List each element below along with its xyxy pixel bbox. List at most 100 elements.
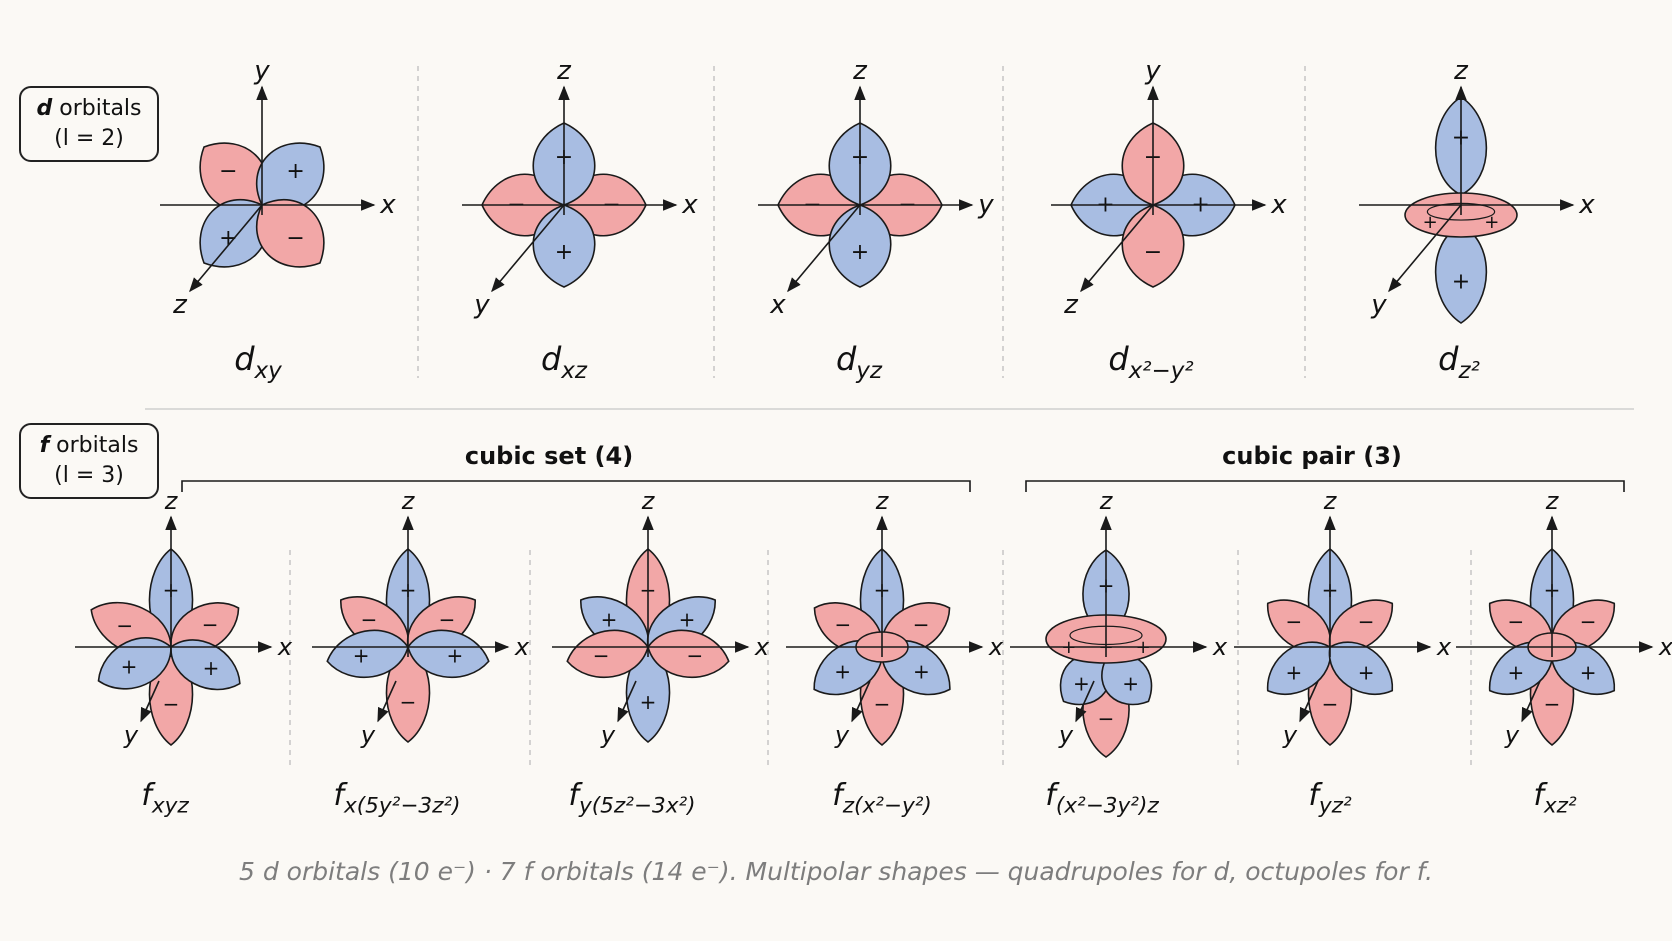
fx5y2-axis-up-label: z — [401, 487, 416, 515]
dxy-lobe-ll-sign: + — [219, 226, 237, 251]
dxz-axis-right-label: x — [681, 190, 698, 220]
fx5y2-lobe-bottom: − — [385, 646, 431, 743]
label-fyz2: fyz² — [1308, 778, 1352, 819]
dxy-axis-right-label: x — [379, 190, 396, 220]
fx5y2-axis-right-label: x — [514, 633, 530, 661]
cubic-pair-label: cubic pair (3) — [1222, 442, 1402, 470]
fy5z2-axis-up-label: z — [641, 487, 656, 515]
cubic-set-bracket — [181, 480, 971, 492]
label-fx5y2: fx(5y²−3z²) — [333, 778, 461, 819]
fx23y-axis-diag-label: y — [1058, 721, 1074, 749]
orbital-fx23y: +−+++−+zxy — [1010, 487, 1228, 758]
d-orbitals-box: d orbitals (l = 2) — [19, 86, 159, 162]
fx5y2-lobe-left-shape — [326, 629, 409, 678]
dz2-axis-right-label: x — [1578, 190, 1595, 220]
dz2-torus-sign-1: + — [1484, 212, 1499, 233]
fx23y-axis-right-label: x — [1212, 633, 1228, 661]
fxz2-lobe-ll-sign: + — [1508, 660, 1525, 684]
fzx2-axis-diag-label: y — [834, 721, 850, 749]
cubic-pair-bracket — [1025, 480, 1625, 492]
fx5y2-lobe-ul-sign: − — [361, 608, 378, 632]
dyz-axis-right-label: y — [977, 190, 994, 220]
fzx2-lobe-ur-sign: − — [913, 612, 930, 636]
fyz2-lobe-ll: + — [1266, 641, 1332, 696]
orbital-fxyz: +−−−++zxy — [75, 487, 293, 749]
fyz2-lobe-ll-shape — [1266, 641, 1332, 696]
orbital-fy5z2: −+++−−zxy — [552, 487, 770, 749]
label-fxz2: fxz² — [1533, 778, 1577, 819]
dz2-axis-diag — [1388, 204, 1462, 293]
d-box-line1: orbitals — [59, 96, 142, 121]
fyz2-lobe-lr-sign: + — [1358, 660, 1375, 684]
fxz2-axis-up-label: z — [1545, 487, 1560, 515]
fyz2-lobe-ll-sign: + — [1286, 660, 1303, 684]
fxyz-axis-up-label: z — [164, 487, 179, 515]
fy5z2-lobe-left: − — [566, 629, 649, 678]
fzx2-lobe-lr-sign: + — [913, 660, 930, 684]
dx2y2-axis-right-label: x — [1270, 190, 1287, 220]
fx23y-lobe-bottom-sign: − — [1098, 706, 1115, 730]
f-box-line2: (l = 3) — [54, 463, 124, 488]
fy5z2-lobe-left-shape — [566, 629, 649, 678]
fy5z2-axis-right-label: x — [754, 633, 770, 661]
dxz-lobe-bottom: + — [532, 204, 596, 288]
fxyz-lobe-ll: + — [97, 637, 172, 690]
dyz-lobe-bottom-sign: + — [851, 240, 869, 265]
fx23y-lobe-lr-sign: + — [1122, 672, 1139, 696]
fy5z2-axis-diag-label: y — [600, 721, 616, 749]
dxz-axis-up-label: z — [556, 56, 572, 86]
orbital-dyz: −−++zyx — [758, 56, 994, 320]
d-box-line2: (l = 2) — [54, 126, 124, 151]
label-dz2: dz² — [1438, 340, 1480, 385]
dxy-lobe-lr-sign: − — [286, 226, 304, 251]
dx2y2-lobe-bottom-sign: − — [1144, 240, 1162, 265]
orbital-dz2: ++++zxy — [1359, 56, 1595, 324]
dxy-axis-diag-label: z — [172, 290, 188, 320]
dyz-lobe-bottom-shape — [828, 204, 892, 288]
fyz2-lobe-ul: − — [1266, 599, 1332, 653]
dxz-axis-diag-label: y — [473, 290, 490, 320]
f-box-letter: f — [39, 433, 50, 458]
fyz2-axis-diag-label: y — [1282, 721, 1298, 749]
fxz2-lobe-ur-sign: − — [1580, 610, 1597, 634]
fyz2-axis-diag — [1299, 680, 1319, 723]
fzx2-lobe-ul-sign: − — [834, 612, 851, 636]
fy5z2-lobe-bottom-shape — [625, 646, 671, 743]
orbital-fzx2: +−−−++zxy — [786, 487, 1004, 749]
label-fy5z2: fy(5z²−3x²) — [568, 778, 696, 819]
fxyz-lobe-ll-sign: + — [121, 655, 138, 679]
orbital-fyz2: +−−−++zxy — [1234, 487, 1452, 749]
fyz2-lobe-lr-shape — [1328, 641, 1394, 696]
fx5y2-lobe-ur-sign: − — [439, 608, 456, 632]
fyz2-lobe-lr: + — [1328, 641, 1394, 696]
dxz-lobe-bottom-sign: + — [555, 240, 573, 265]
fx5y2-lobe-bottom-shape — [385, 646, 431, 743]
dx2y2-axis-diag — [1080, 204, 1154, 293]
dxy-lobe-ll: + — [199, 198, 269, 268]
fy5z2-lobe-ul-sign: + — [601, 608, 618, 632]
fxz2-lobe-lr-sign: + — [1580, 660, 1597, 684]
fx5y2-lobe-right-shape — [407, 629, 490, 678]
caption: 5 d orbitals (10 e⁻) · 7 f orbitals (14 … — [238, 857, 1434, 886]
fyz2-axis-right-label: x — [1436, 633, 1452, 661]
cubic-set-label: cubic set (4) — [464, 442, 634, 470]
fxz2-lobe-ul-sign: − — [1508, 610, 1525, 634]
fy5z2-lobe-right: − — [647, 629, 730, 678]
orbital-fx5y2: +−−−++zxy — [312, 487, 530, 749]
fyz2-lobe-bottom-sign: − — [1322, 692, 1339, 716]
label-dxy: dxy — [234, 340, 282, 385]
dxy-lobe-ul-sign: − — [219, 159, 237, 184]
dxz-axis-diag — [491, 204, 565, 293]
fx5y2-lobe-right-sign: + — [446, 643, 463, 667]
fx23y-lobe-ll-sign: + — [1073, 672, 1090, 696]
dz2-torus-sign-0: + — [1423, 212, 1438, 233]
fxyz-lobe-ul-sign: − — [116, 613, 133, 637]
fxz2-lobe-bottom-sign: − — [1544, 692, 1561, 716]
fxyz-lobe-bottom-sign: − — [163, 692, 180, 716]
fzx2-axis-right-label: x — [988, 633, 1004, 661]
fxz2-axis-right-label: x — [1658, 633, 1672, 661]
fx5y2-lobe-bottom-sign: − — [400, 690, 417, 714]
fy5z2-lobe-bottom-sign: + — [640, 690, 657, 714]
dx2y2-lobe-bottom-shape — [1121, 204, 1185, 288]
